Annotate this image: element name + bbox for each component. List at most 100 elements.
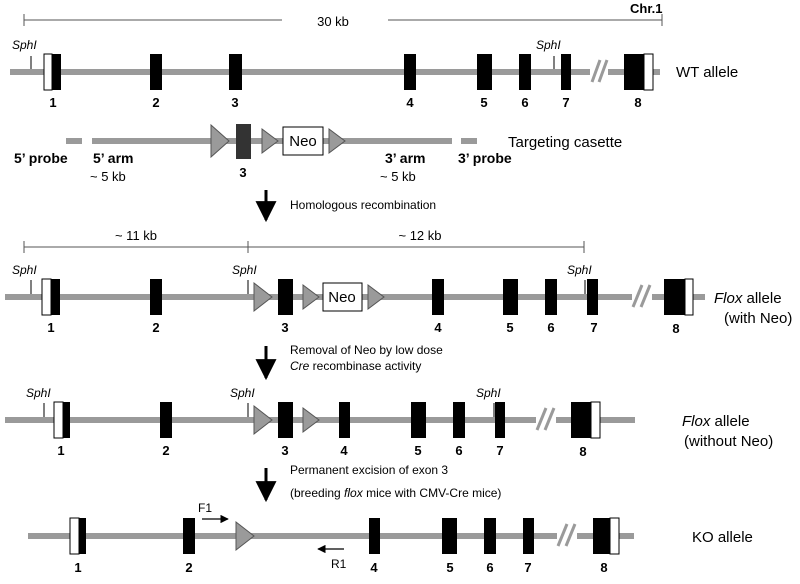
targeting-cassette-row: Neo 3 Targeting casette 5’ probe 5’ arm … xyxy=(14,123,622,184)
loxp-site-icon xyxy=(253,404,273,436)
step-3-line-2-post: mice with CMV-Cre mice) xyxy=(363,486,502,500)
loxp-site-icon xyxy=(235,520,255,552)
loxp-site-icon xyxy=(210,123,230,159)
ko-exon-1-utr xyxy=(69,517,80,555)
sphi-label: SphI xyxy=(26,386,51,400)
neo-label: Neo xyxy=(289,133,317,150)
step-exon3-excision: Permanent excision of exon 3 (breeding f… xyxy=(255,463,501,503)
wt-sphi-site-3prime: SphI xyxy=(536,38,561,69)
frt-site-icon xyxy=(302,284,320,310)
sphi-label: SphI xyxy=(12,263,37,277)
wt-scale-label: 30 kb xyxy=(317,14,349,29)
wt-exon-8-utr xyxy=(643,53,654,91)
ko-exon-number: 7 xyxy=(524,560,531,575)
chromosome-label: Chr.1 xyxy=(630,1,663,16)
loxp-frt-site-icon xyxy=(328,128,346,154)
wt-sphi-label-5prime: SphI xyxy=(12,38,37,52)
primer-r1: R1 xyxy=(317,544,347,571)
flox-exon-number: 3 xyxy=(281,443,288,458)
flox-neo-exon-number: 4 xyxy=(434,320,442,335)
flox-exon-5 xyxy=(411,402,426,438)
flox-neo-exon-1 xyxy=(51,279,60,315)
loxp-frt-site-icon xyxy=(367,284,385,310)
flox-exon-1-utr xyxy=(53,401,64,439)
step-1-text: Homologous recombination xyxy=(290,198,436,212)
flox-exon-number: 8 xyxy=(579,444,586,459)
flox-neo-exon-8 xyxy=(664,279,685,315)
wt-exon-8 xyxy=(624,54,644,90)
flox-exon-number: 5 xyxy=(414,443,421,458)
flox-neo-exon-1-utr xyxy=(41,278,52,316)
flox-sphi-sites: SphI SphI SphI xyxy=(26,386,501,417)
cassette-label: Targeting casette xyxy=(508,134,622,151)
ko-exon-8 xyxy=(593,518,610,554)
wt-exon-4 xyxy=(404,54,416,90)
flox-neo-exon-number: 3 xyxy=(281,320,288,335)
flox-neo-exon-8-utr xyxy=(684,278,694,316)
primer-f1: F1 xyxy=(198,501,229,524)
flox-neo-allele-sub: (with Neo) xyxy=(724,310,792,327)
ko-allele-label: KO allele xyxy=(692,529,753,546)
flox-neo-exon-number: 8 xyxy=(672,321,679,336)
arm-5prime-size: ~ 5 kb xyxy=(90,169,126,184)
step-neo-removal: Removal of Neo by low dose Cre recombina… xyxy=(255,343,443,381)
wt-exon-2 xyxy=(150,54,162,90)
wt-exon-number: 2 xyxy=(152,95,159,110)
flox-allele-label: Flox allele xyxy=(682,413,750,430)
ko-dna-line xyxy=(28,533,634,539)
wt-exon-7 xyxy=(561,54,571,90)
wt-exon-number: 8 xyxy=(634,95,641,110)
wt-exon-number: 7 xyxy=(562,95,569,110)
flox-neo-allele-label: Flox allele xyxy=(714,290,782,307)
wt-dna-line xyxy=(10,69,660,75)
flox-neo-exon-number: 7 xyxy=(590,320,597,335)
ko-exon-6 xyxy=(484,518,496,554)
probe-5prime-label: 5’ probe xyxy=(14,150,68,166)
wt-exon-number: 1 xyxy=(49,95,56,110)
frt-site-icon xyxy=(261,128,279,154)
flox-italic: Flox xyxy=(682,413,711,430)
probe-5prime xyxy=(66,138,82,144)
ko-chromosome-break xyxy=(556,523,577,548)
probe-3prime xyxy=(461,138,477,144)
step-2-line-1: Removal of Neo by low dose xyxy=(290,343,443,357)
flox-exon-8-utr xyxy=(590,401,601,439)
ko-exon-number: 1 xyxy=(74,560,81,575)
sphi-label: SphI xyxy=(232,263,257,277)
primer-f1-label: F1 xyxy=(198,501,212,515)
wt-allele-row: 30 kb Chr.1 SphI SphI 1 2 3 4 xyxy=(10,1,738,110)
flox-neo-chromosome-break xyxy=(631,284,652,309)
flox-exon-3 xyxy=(278,402,293,438)
wt-exon-1-utr xyxy=(43,53,53,91)
flox-allele-row: SphI SphI SphI 1 2 3 4 5 6 7 8 Flox alle… xyxy=(5,386,773,459)
flox-neo-exon-number: 1 xyxy=(47,320,54,335)
ko-exon-7 xyxy=(523,518,534,554)
flox-exon-number: 6 xyxy=(455,443,462,458)
ko-exon-5 xyxy=(442,518,457,554)
flox-exon-number: 2 xyxy=(162,443,169,458)
sphi-label: SphI xyxy=(230,386,255,400)
step-3-line-2-pre: (breeding xyxy=(290,486,344,500)
flox-exon-2 xyxy=(160,402,172,438)
step-2-line-2: Cre recombinase activity xyxy=(290,359,421,373)
cre-italic: Cre xyxy=(290,359,310,373)
scale-right-label: ~ 12 kb xyxy=(398,228,441,243)
sphi-label: SphI xyxy=(567,263,592,277)
wt-allele-label: WT allele xyxy=(676,64,738,81)
wt-exon-6 xyxy=(519,54,531,90)
flox-italic: Flox xyxy=(714,290,743,307)
arm-5prime-label: 5’ arm xyxy=(93,150,133,166)
flox-neo-neo-label: Neo xyxy=(328,289,356,306)
ko-exon-number: 4 xyxy=(370,560,378,575)
flox-exon-7 xyxy=(495,402,505,438)
flox-neo-allele-row: ~ 11 kb ~ 12 kb SphI SphI SphI Neo xyxy=(5,228,792,336)
ko-exon-1 xyxy=(79,518,86,554)
wt-chromosome-break xyxy=(590,59,609,84)
probe-3prime-label: 3’ probe xyxy=(458,150,512,166)
wt-exon-number: 5 xyxy=(480,95,487,110)
flox-allele-sub: (without Neo) xyxy=(684,433,773,450)
step-3-line-2: (breeding flox mice with CMV-Cre mice) xyxy=(290,486,501,500)
flox-neo-exon-number: 2 xyxy=(152,320,159,335)
flox-neo-exon-3 xyxy=(278,279,293,315)
